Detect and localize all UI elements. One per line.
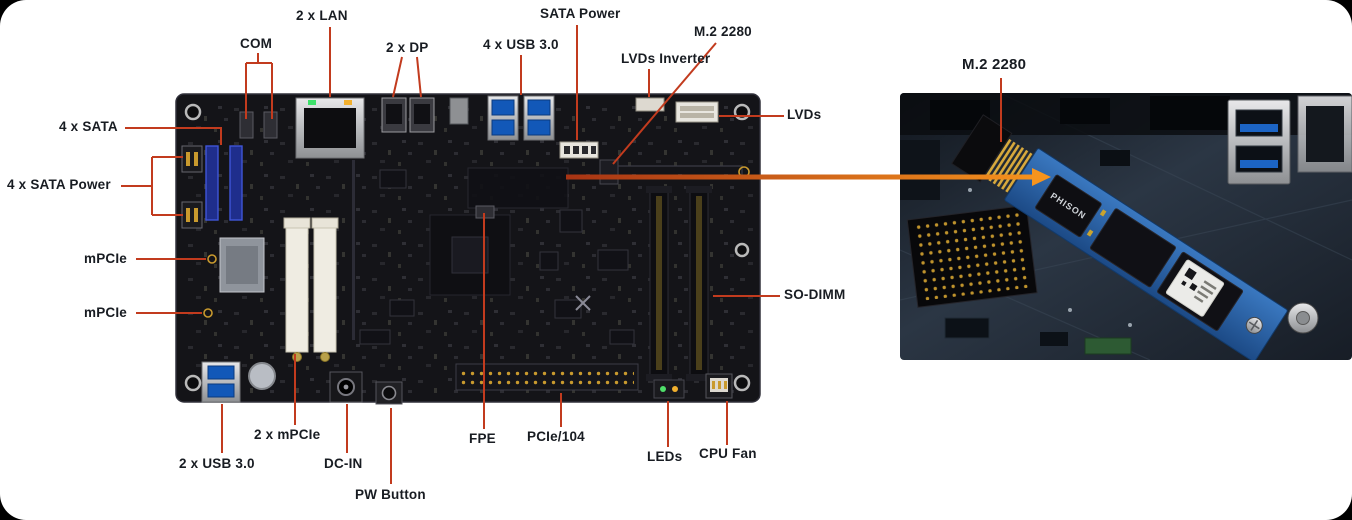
- label-4x-usb30: 4 x USB 3.0: [483, 37, 559, 52]
- m2-callout-arrow: [566, 168, 1051, 186]
- dp-ports: [381, 97, 435, 133]
- label-lvds-inverter: LVDs Inverter: [621, 51, 711, 66]
- sata-power-connector-top: [559, 141, 599, 159]
- so-dimm-slots: [646, 186, 712, 381]
- com-headers: [239, 111, 278, 139]
- main-board: [175, 93, 761, 405]
- label-2x-lan: 2 x LAN: [296, 8, 348, 23]
- label-fpe: FPE: [469, 431, 496, 446]
- pcie104-connector: [455, 363, 639, 391]
- cpu-fan-header: [705, 373, 733, 399]
- label-pw-button: PW Button: [355, 487, 426, 502]
- m2-ssd: PHISON: [950, 114, 1288, 360]
- standoff-screw: [1287, 302, 1319, 334]
- label-2x-dp: 2 x DP: [386, 40, 429, 55]
- label-2x-mpcie: 2 x mPCIe: [254, 427, 321, 442]
- leader-sata4: [125, 127, 222, 145]
- leader-sata-power4: [121, 156, 183, 216]
- label-2x-usb30: 2 x USB 3.0: [179, 456, 255, 471]
- mpcie-standoff-1: [207, 254, 217, 264]
- mpcie-slots: [283, 217, 339, 362]
- label-so-dimm: SO-DIMM: [784, 287, 846, 302]
- label-lvds: LVDs: [787, 107, 822, 122]
- leader-lines: [121, 25, 1002, 484]
- label-4x-sata: 4 x SATA: [59, 119, 118, 134]
- coin-battery: [248, 362, 276, 390]
- label-sata-power-top: SATA Power: [540, 6, 621, 21]
- cpu-and-chips: [352, 160, 635, 345]
- label-pcie-104: PCIe/104: [527, 429, 585, 444]
- led-block: [653, 379, 685, 399]
- usb30-ports-top: [487, 95, 555, 141]
- leader-dp: [392, 56, 422, 98]
- pin-grid-socket: [906, 204, 1038, 308]
- label-dc-in: DC-IN: [324, 456, 363, 471]
- leader-com: [245, 53, 273, 119]
- label-leds: LEDs: [647, 449, 683, 464]
- dc-in-jack: [329, 371, 363, 403]
- aux-header: [449, 97, 469, 125]
- sim-socket: [219, 237, 265, 293]
- label-m2-2280-top: M.2 2280: [694, 24, 752, 39]
- mpcie-standoff-2: [203, 308, 213, 318]
- label-m2-2280-photo: M.2 2280: [962, 56, 1027, 73]
- label-cpu-fan: CPU Fan: [699, 446, 757, 461]
- background-chips: [944, 150, 1132, 355]
- power-button: [375, 381, 403, 405]
- leader-m2-top: [612, 42, 717, 165]
- ssd-sticker: [1165, 259, 1225, 317]
- label-mpcie-2: mPCIe: [84, 305, 128, 320]
- lan-port: [295, 97, 365, 159]
- sata-connectors: [205, 145, 243, 221]
- label-com: COM: [240, 36, 273, 51]
- photo-inset: PHISON: [900, 93, 1352, 360]
- photo-usb-stack: [1227, 95, 1352, 185]
- lvds-connector: [675, 101, 719, 123]
- usb30-ports-bottom: [201, 361, 241, 403]
- label-4x-sata-power: 4 x SATA Power: [7, 177, 111, 192]
- label-mpcie-1: mPCIe: [84, 251, 128, 266]
